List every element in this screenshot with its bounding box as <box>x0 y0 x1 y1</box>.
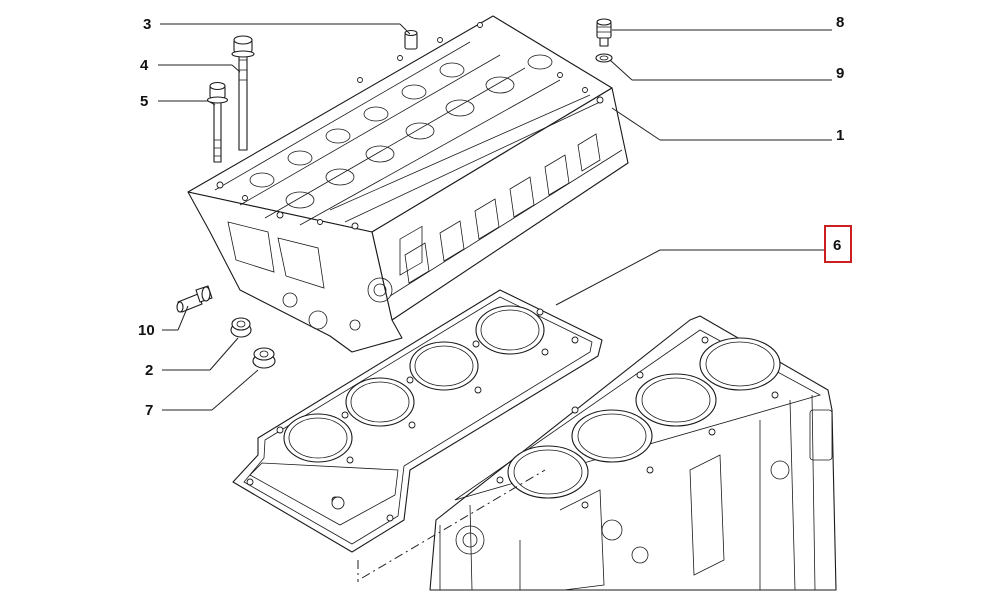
callout-5[interactable]: 5 <box>140 93 148 110</box>
block-holes <box>496 336 779 509</box>
engine-block[interactable] <box>429 315 837 591</box>
head-front-face <box>187 191 403 353</box>
core-plug[interactable] <box>230 317 252 338</box>
head-bolt-long[interactable] <box>231 35 255 151</box>
callout-labels: 3 4 5 8 9 1 6 10 2 7 <box>138 14 852 419</box>
gasket-holes <box>246 308 579 522</box>
head-bolt-short[interactable] <box>206 81 229 163</box>
head-side-ports <box>389 133 623 297</box>
gasket-plate <box>232 289 603 553</box>
alignment-lines <box>357 469 546 582</box>
callout-10[interactable]: 10 <box>138 322 155 339</box>
gasket-bores <box>283 305 545 463</box>
callout-4[interactable]: 4 <box>140 57 149 74</box>
head-cam-details <box>214 41 601 226</box>
hose-fitting[interactable] <box>176 285 213 313</box>
head-front-details <box>227 221 393 331</box>
cylinder-head[interactable] <box>187 15 629 353</box>
block-side-details <box>439 394 833 591</box>
dowel-pin[interactable] <box>404 29 418 50</box>
head-gasket[interactable] <box>232 289 603 553</box>
block-bores <box>507 337 781 499</box>
callout-1[interactable]: 1 <box>836 127 844 144</box>
callout-7[interactable]: 7 <box>145 402 153 419</box>
screw-plug[interactable] <box>252 347 276 369</box>
callout-9[interactable]: 9 <box>836 65 844 82</box>
callout-3[interactable]: 3 <box>143 16 151 33</box>
callout-6[interactable]: 6 <box>833 237 841 254</box>
sealing-washer[interactable] <box>595 53 613 63</box>
leader-lines <box>158 23 832 411</box>
threaded-plug[interactable] <box>596 18 612 47</box>
gasket-lower-panel <box>249 462 399 526</box>
head-top-holes <box>216 22 604 230</box>
callout-6-highlight-box <box>824 225 852 263</box>
callout-2[interactable]: 2 <box>145 362 153 379</box>
callout-8[interactable]: 8 <box>836 14 844 31</box>
